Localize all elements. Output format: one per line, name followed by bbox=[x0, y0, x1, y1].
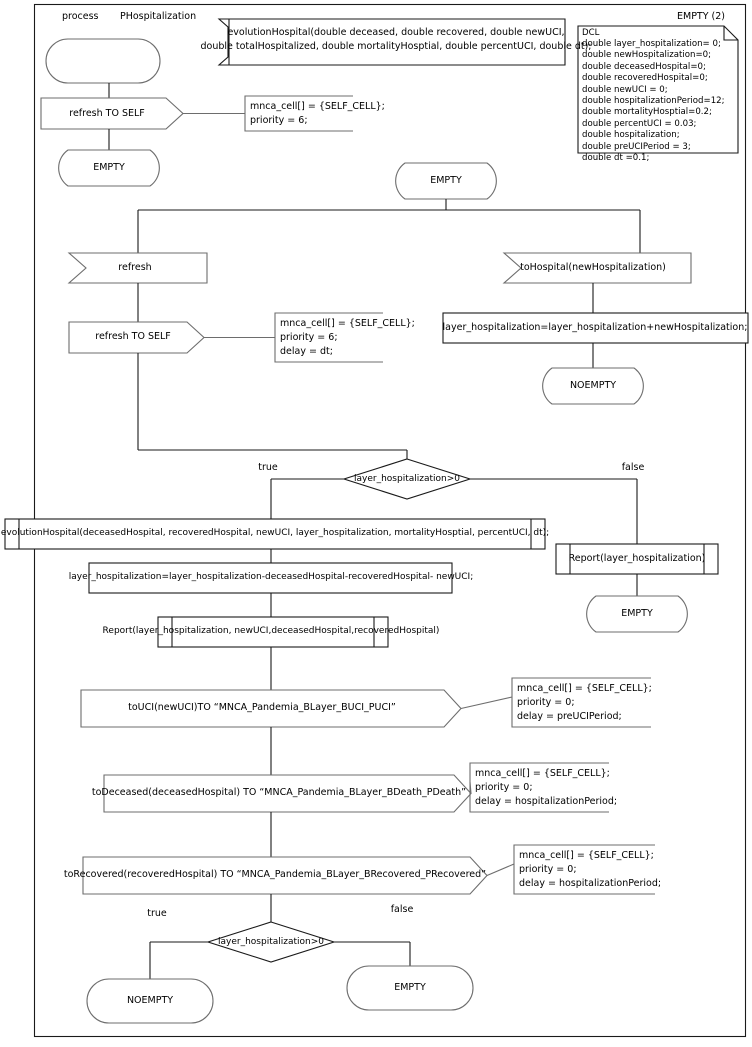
comment-torecovered: mnca_cell[] = {SELF_CELL}; priority = 0;… bbox=[519, 850, 662, 889]
state-empty-false-branch: EMPTY bbox=[621, 608, 653, 619]
decision1-true-label: true bbox=[258, 462, 278, 473]
output-refresh-to-self: refresh TO SELF bbox=[95, 331, 171, 342]
state-empty-center: EMPTY bbox=[430, 175, 462, 186]
output-torecovered: toRecovered(recoveredHospital) TO “MNCA_… bbox=[63, 869, 487, 880]
state-empty-bottom: EMPTY bbox=[394, 982, 426, 993]
task-add-hospitalization: layer_hospitalization=layer_hospitalizat… bbox=[442, 322, 748, 333]
corner-label-empty2: EMPTY (2) bbox=[677, 11, 726, 22]
procedure-call-report-full: Report(layer_hospitalization, newUCI,dec… bbox=[102, 626, 440, 636]
state-noempty-right: NOEMPTY bbox=[569, 380, 617, 391]
state-noempty-bottom: NOEMPTY bbox=[126, 995, 174, 1006]
input-refresh: refresh bbox=[118, 262, 152, 273]
comment-todeceased: mnca_cell[] = {SELF_CELL}; priority = 0;… bbox=[475, 768, 618, 807]
task-subtract-hospitalization: layer_hospitalization=layer_hospitalizat… bbox=[68, 572, 474, 582]
output-touci: toUCI(newUCI)TO “MNCA_Pandemia_BLayer_BU… bbox=[128, 702, 396, 713]
procedure-declaration-line1: evolutionHospital(double deceased, doubl… bbox=[227, 27, 565, 38]
procedure-call-evolution-hospital: evolutionHospital(deceasedHospital, reco… bbox=[0, 528, 550, 538]
frame-label-process: process bbox=[62, 11, 99, 22]
decision-layer-hospitalization-2: layer_hospitalization>0 bbox=[218, 937, 324, 947]
procedure-call-report-short: Report(layer_hospitalization) bbox=[568, 553, 706, 564]
comment-touci: mnca_cell[] = {SELF_CELL}; priority = 0;… bbox=[517, 683, 652, 722]
state-empty-start: EMPTY bbox=[93, 162, 125, 173]
output-todeceased: toDeceased(deceasedHospital) TO “MNCA_Pa… bbox=[91, 787, 467, 798]
decision2-false-label: false bbox=[390, 904, 414, 915]
dcl-declarations: double layer_hospitalization= 0; double … bbox=[582, 39, 725, 164]
decision1-false-label: false bbox=[621, 462, 645, 473]
comment-mnca-priority6: mnca_cell[] = {SELF_CELL}; priority = 6; bbox=[250, 101, 385, 126]
dcl-title: DCL bbox=[582, 28, 600, 38]
decision2-true-label: true bbox=[147, 908, 167, 919]
input-tohospital: toHospital(newHospitalization) bbox=[520, 262, 666, 273]
procedure-declaration-line2: double totalHospitalized, double mortali… bbox=[200, 41, 592, 52]
decision-layer-hospitalization-1: layer_hospitalization>0 bbox=[354, 474, 460, 484]
frame-label-process-name: PHospitalization bbox=[120, 11, 197, 22]
output-refresh-to-self-start: refresh TO SELF bbox=[69, 108, 145, 119]
comment-mnca-priority6-delay-dt: mnca_cell[] = {SELF_CELL}; priority = 6;… bbox=[280, 318, 415, 357]
